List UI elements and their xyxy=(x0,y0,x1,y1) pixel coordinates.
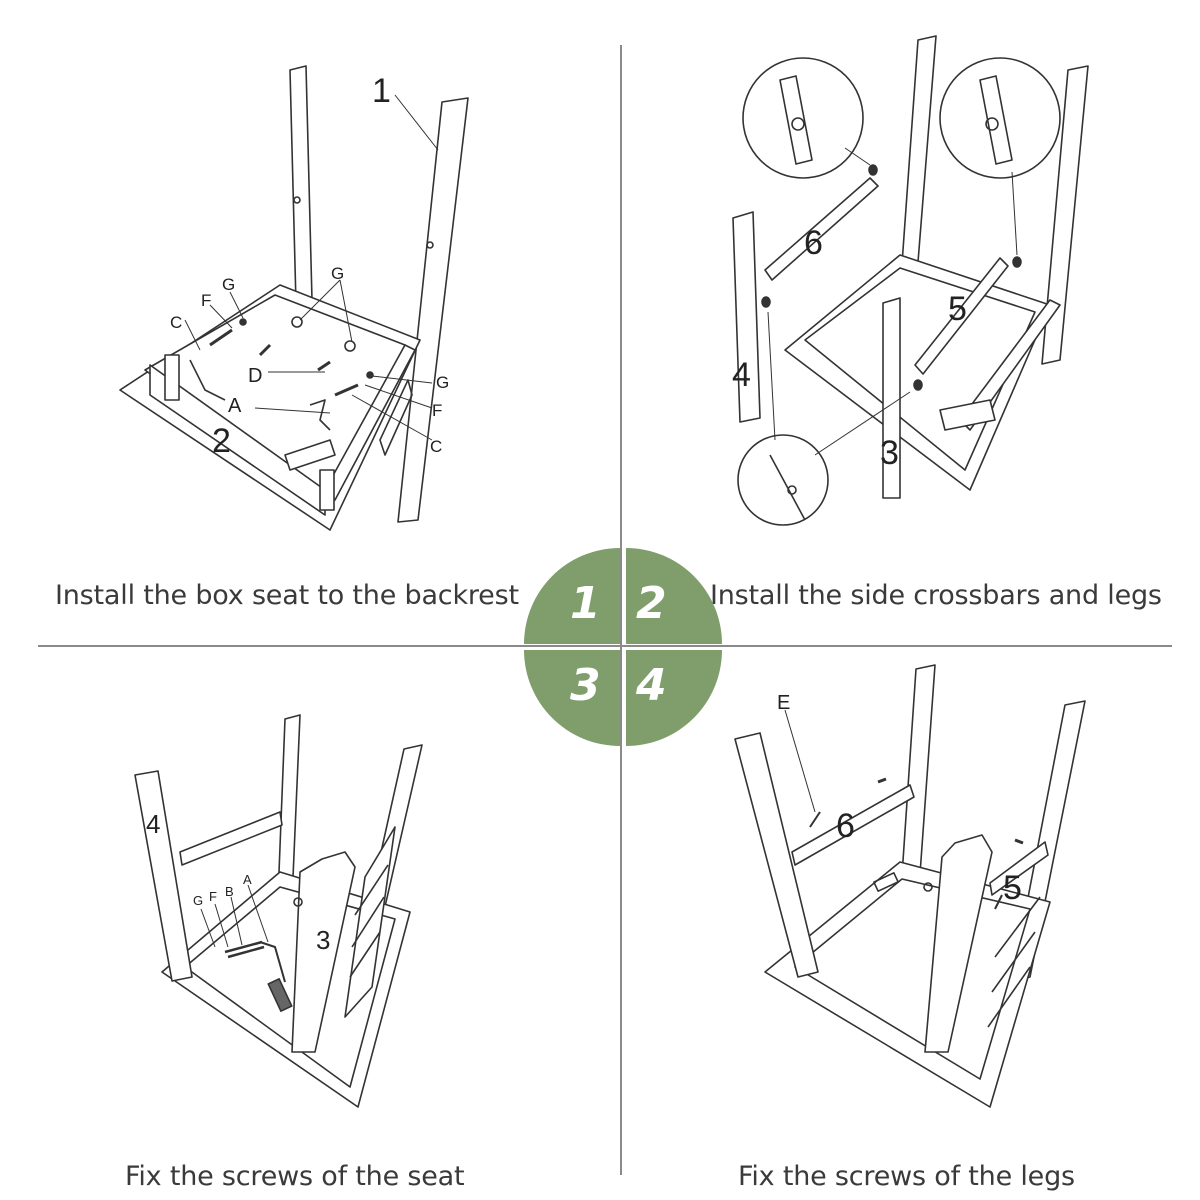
label-leg3: 3 xyxy=(880,434,899,472)
label-leg4: 4 xyxy=(732,356,751,394)
step-number-badge: 1 2 3 4 xyxy=(524,548,722,746)
label-f: F xyxy=(209,889,217,904)
step-2-panel: 6 5 4 3 Install the side crossbars and l… xyxy=(620,0,1200,645)
label-g: G xyxy=(193,893,203,908)
label-seat: 2 xyxy=(212,422,231,460)
step-4-panel: E 6 5 Fix the screws of the legs xyxy=(620,647,1200,1200)
step-2-caption: Install the side crossbars and legs xyxy=(710,580,1162,611)
step-4-illustration: E 6 5 xyxy=(734,664,1086,1108)
step-2-illustration: 6 5 4 3 xyxy=(732,35,1089,526)
label-f1: F xyxy=(201,291,211,310)
label-bar6: 6 xyxy=(836,807,855,845)
label-c2: C xyxy=(430,437,442,456)
vertical-divider xyxy=(620,45,622,1175)
step-1-panel: 1 2 A C C D F F G G G Install the box se… xyxy=(0,0,620,645)
label-g2: G xyxy=(331,264,344,283)
label-e: E xyxy=(777,692,790,714)
horizontal-divider xyxy=(38,645,1172,647)
label-g1: G xyxy=(222,275,235,294)
label-f2: F xyxy=(432,401,442,420)
label-bar5: 5 xyxy=(948,290,967,328)
step-4-caption: Fix the screws of the legs xyxy=(738,1161,1075,1192)
badge-step-3: 3 xyxy=(570,660,601,711)
step-3-panel: 4 3 G F B A Fix the screws of the seat xyxy=(0,647,620,1200)
step-3-illustration: 4 3 G F B A xyxy=(134,714,423,1108)
label-leg4: 4 xyxy=(146,809,160,839)
label-backrest: 1 xyxy=(372,72,391,110)
label-d: D xyxy=(248,365,262,387)
label-a: A xyxy=(228,395,242,417)
step-3-caption: Fix the screws of the seat xyxy=(125,1161,465,1192)
badge-step-1: 1 xyxy=(570,578,601,629)
label-g3: G xyxy=(436,373,449,392)
label-a: A xyxy=(243,872,252,887)
label-c1: C xyxy=(170,313,182,332)
step-1-illustration: 1 2 A C C D F F G G G xyxy=(119,65,469,531)
step-1-caption: Install the box seat to the backrest xyxy=(55,580,519,611)
label-leg3: 3 xyxy=(316,925,330,955)
badge-step-4: 4 xyxy=(636,660,667,711)
label-bar6: 6 xyxy=(804,224,823,262)
label-bar5: 5 xyxy=(1003,869,1022,907)
label-b: B xyxy=(225,884,234,899)
badge-step-2: 2 xyxy=(636,578,667,629)
